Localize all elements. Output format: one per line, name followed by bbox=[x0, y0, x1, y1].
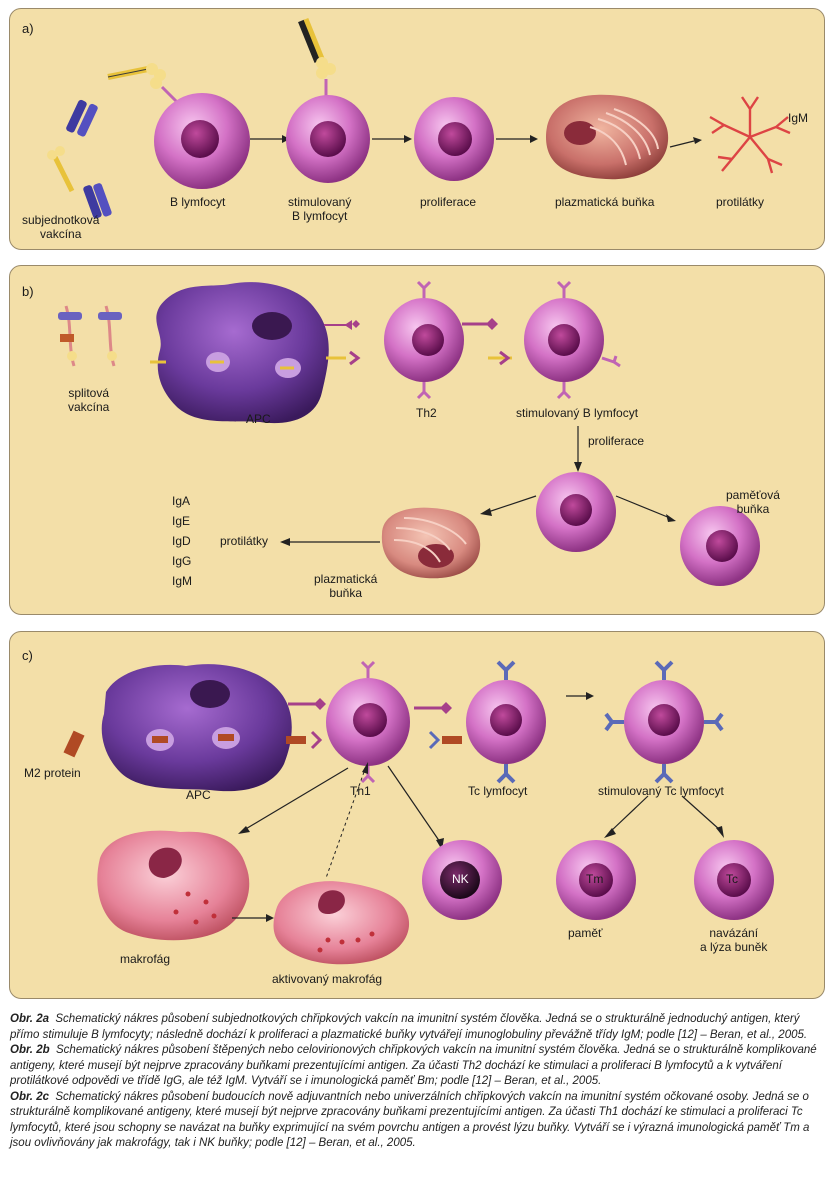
label-subunit-vaccine: subjednotková vakcína bbox=[22, 213, 100, 241]
caption-b: Obr. 2b Schematický nákres působení štěp… bbox=[10, 1043, 822, 1090]
label-b-lymphocyte: B lymfocyt bbox=[170, 195, 226, 209]
label-tc-small: Tc bbox=[726, 872, 738, 886]
label-igg: IgG bbox=[172, 554, 192, 568]
tm-cell bbox=[556, 840, 636, 920]
label-memory: paměť bbox=[568, 926, 603, 940]
label-macrophage: makrofág bbox=[120, 952, 171, 966]
apc-cell-c bbox=[101, 664, 292, 792]
label-activated-macrophage: aktivovaný makrofág bbox=[272, 972, 383, 986]
panel-a-drawing bbox=[47, 17, 791, 219]
split-vaccine-icon bbox=[58, 305, 122, 367]
receptor-connectors bbox=[324, 318, 512, 366]
proliferating-cell bbox=[414, 97, 494, 181]
label-igm-b: IgM bbox=[172, 574, 193, 588]
label-plasma-cell: plazmatická buňka bbox=[555, 195, 655, 209]
label-split-vaccine: splitová vakcína bbox=[68, 386, 110, 414]
caption-a-text: Schematický nákres působení subjednotkov… bbox=[10, 1013, 808, 1041]
macrophage-cell bbox=[97, 830, 250, 941]
memory-b-cell bbox=[680, 506, 760, 586]
label-memory-cell: paměťová buňka bbox=[726, 488, 780, 516]
tc-effector-cell bbox=[694, 840, 774, 920]
receptor-connectors-c bbox=[286, 698, 462, 750]
igm-antibody-icon bbox=[709, 96, 791, 174]
caption-c-tag: Obr. 2c bbox=[10, 1090, 49, 1103]
panel-a: a) subjednotková vakcína B lymfocyt stim… bbox=[9, 8, 825, 250]
figure-caption: Obr. 2a Schematický nákres působení subj… bbox=[10, 1012, 822, 1152]
panel-b-drawing bbox=[58, 280, 760, 586]
caption-c: Obr. 2c Schematický nákres působení budo… bbox=[10, 1090, 822, 1152]
label-th2: Th2 bbox=[416, 406, 437, 420]
label-stimulated-b: stimulovaný B lymfocyt bbox=[288, 195, 352, 223]
label-stimulated-b-b: stimulovaný B lymfocyt bbox=[516, 406, 639, 420]
caption-b-tag: Obr. 2b bbox=[10, 1044, 50, 1056]
panel-a-letter: a) bbox=[22, 21, 34, 36]
label-plasma-cell-b: plazmatická buňka bbox=[314, 572, 378, 600]
label-proliferation: proliferace bbox=[420, 195, 477, 209]
label-antibodies-b: protilátky bbox=[220, 534, 269, 548]
label-apc-c: APC bbox=[186, 788, 211, 802]
b-lymphocyte-cell bbox=[107, 63, 250, 189]
m2-protein-icon bbox=[63, 730, 85, 758]
panel-c-drawing bbox=[63, 660, 774, 965]
label-ige: IgE bbox=[172, 514, 191, 528]
panel-b: b) splitová vakcína APC Th2 stimulovaný … bbox=[9, 265, 825, 615]
subunit-vaccine-icon bbox=[47, 99, 112, 219]
label-stimulated-tc: stimulovaný Tc lymfocyt bbox=[598, 784, 724, 798]
stimulated-b-cell bbox=[286, 17, 370, 183]
caption-a: Obr. 2a Schematický nákres působení subj… bbox=[10, 1012, 822, 1043]
plasma-cell-b bbox=[381, 507, 481, 579]
label-apc-b: APC bbox=[246, 412, 271, 426]
label-igd: IgD bbox=[172, 534, 191, 548]
label-proliferation-b: proliferace bbox=[588, 434, 645, 448]
label-tc: Tc lymfocyt bbox=[468, 784, 528, 798]
caption-b-text: Schematický nákres působení štěpených ne… bbox=[10, 1044, 817, 1087]
stimulated-b-cell-b bbox=[524, 280, 621, 400]
nk-cell bbox=[422, 840, 502, 920]
label-m2-protein: M2 protein bbox=[24, 766, 81, 780]
label-antibodies: protilátky bbox=[716, 195, 765, 209]
panel-b-letter: b) bbox=[22, 284, 34, 299]
proliferating-cell-b bbox=[536, 472, 616, 552]
stimulated-tc-cell bbox=[604, 660, 724, 784]
panel-c: c) M2 protein APC Th1 Tc lymfocyt stimul… bbox=[9, 631, 825, 999]
activated-macrophage-cell bbox=[273, 881, 410, 965]
plasma-cell bbox=[546, 94, 669, 180]
caption-c-text: Schematický nákres působení budoucích no… bbox=[10, 1090, 810, 1150]
label-nk: NK bbox=[452, 872, 469, 886]
label-binding: navázání a lýza buněk bbox=[700, 926, 768, 954]
panel-c-letter: c) bbox=[22, 648, 33, 663]
label-th1: Th1 bbox=[350, 784, 371, 798]
label-igm: IgM bbox=[788, 111, 809, 125]
th2-cell bbox=[384, 280, 464, 400]
label-iga: IgA bbox=[172, 494, 191, 508]
tc-cell bbox=[466, 660, 546, 784]
caption-a-tag: Obr. 2a bbox=[10, 1013, 49, 1025]
apc-cell bbox=[150, 282, 329, 424]
label-tm: Tm bbox=[586, 872, 604, 886]
